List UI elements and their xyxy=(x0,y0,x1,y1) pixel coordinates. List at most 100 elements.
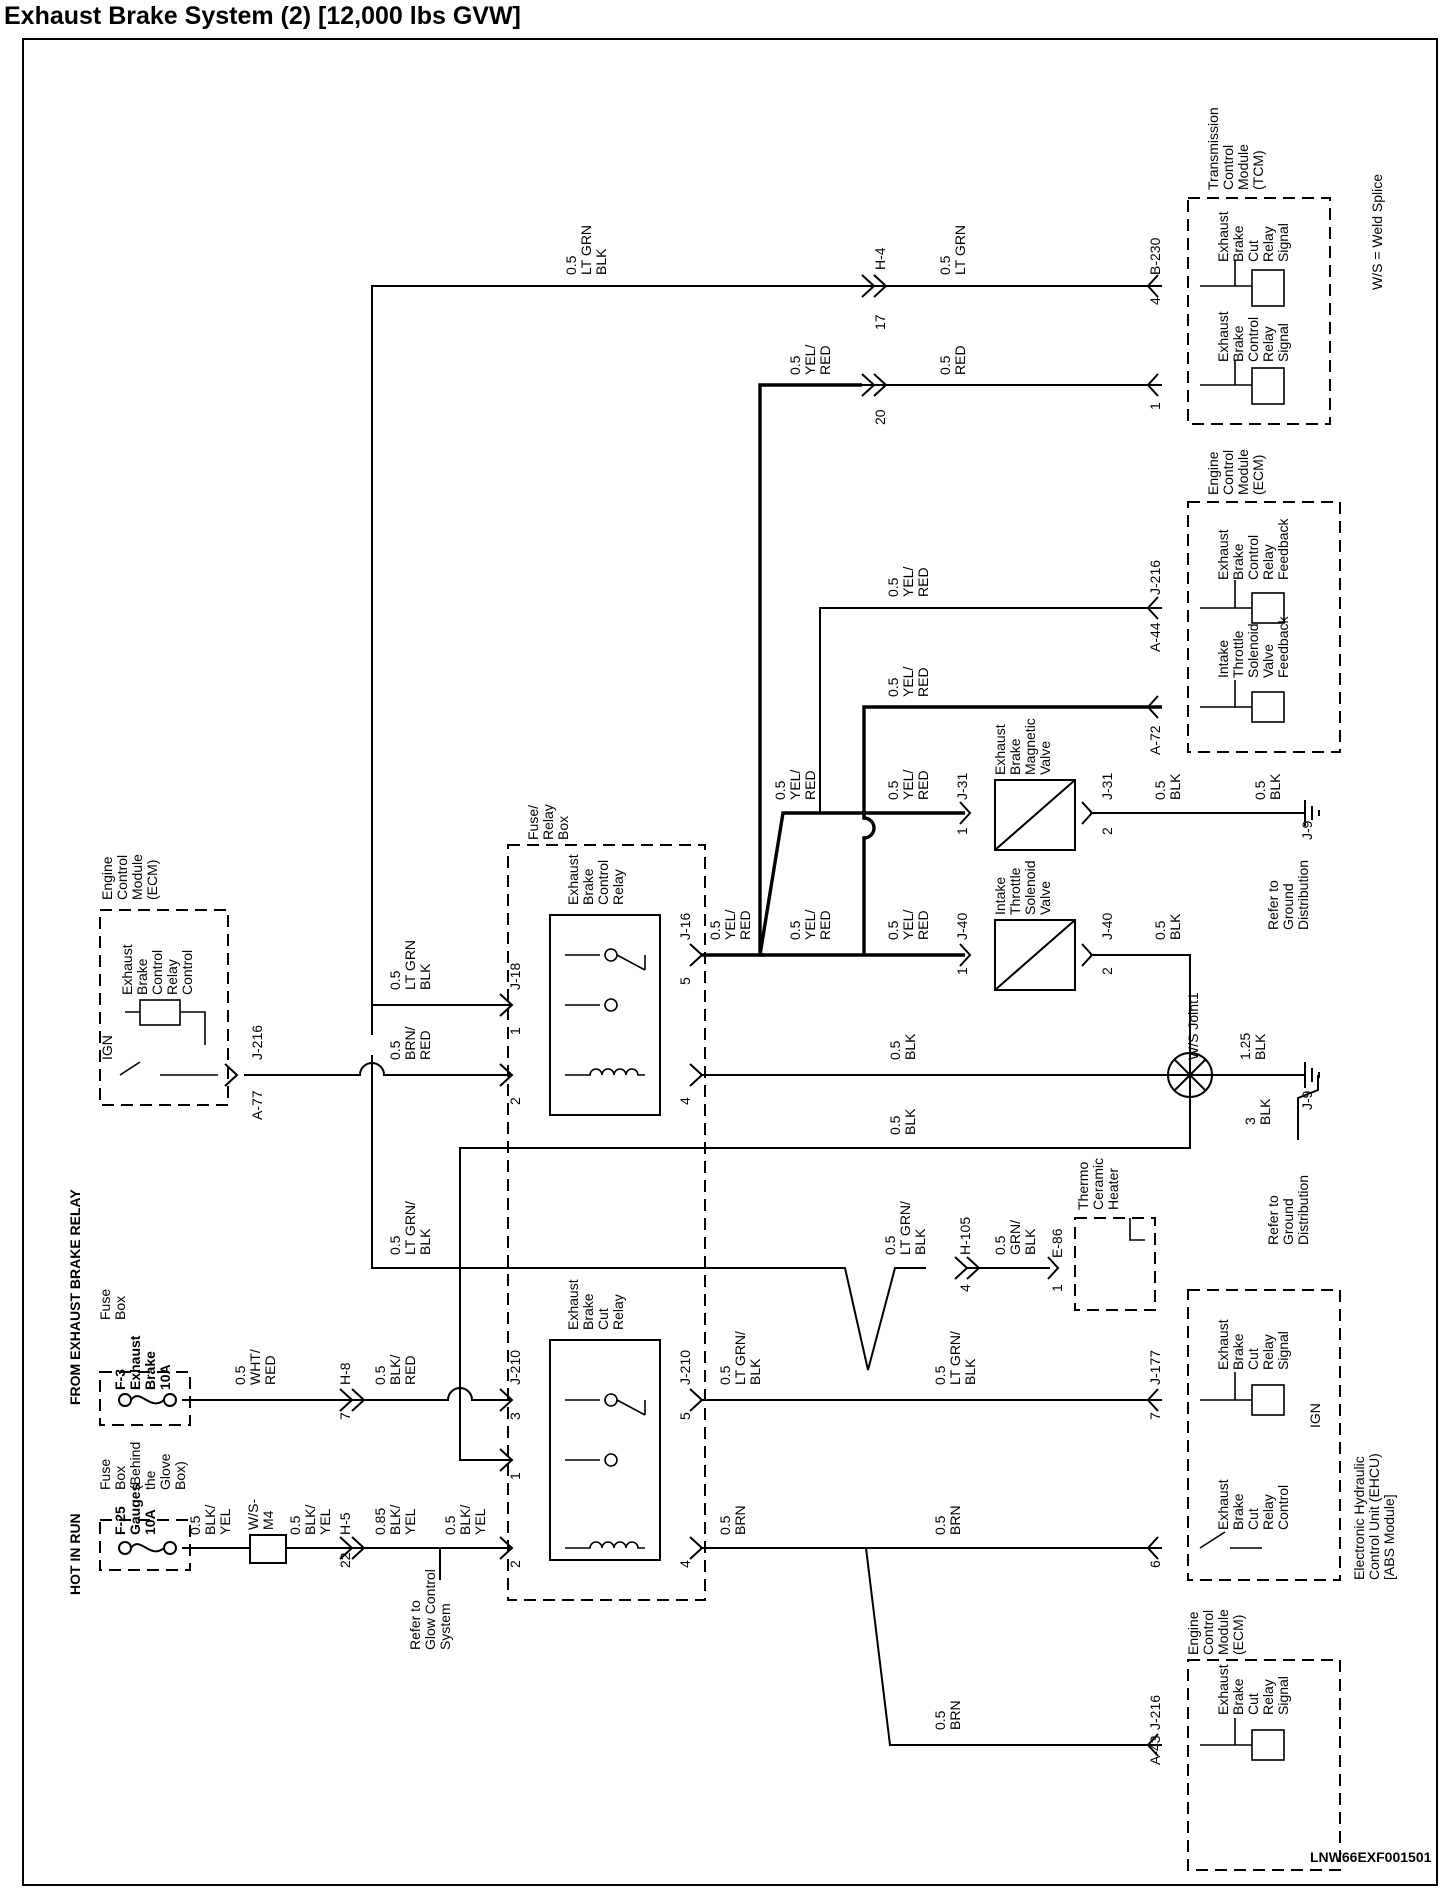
hot-in-run-outline xyxy=(99,1519,191,1571)
control-relay-label: ExhaustBrakeControlRelay xyxy=(565,854,626,905)
w-blk-ground: 3BLK xyxy=(1242,1098,1273,1125)
ecm-left-title: EngineControlModule(ECM) xyxy=(99,854,160,900)
w-blk-j9: 1.25BLK xyxy=(1237,1033,1268,1060)
w-blk-main: 0.5BLK xyxy=(887,1033,918,1060)
cut-pin5: 5 xyxy=(677,1412,693,1420)
wire-yelred-a44 xyxy=(819,607,1162,813)
diagram-frame xyxy=(22,38,1438,1886)
heater-outline xyxy=(1074,1217,1156,1311)
footer-code: LNW66EXF001501 xyxy=(1310,1849,1432,1865)
w-yelred-h4: 0.5YEL/RED xyxy=(787,345,833,375)
w-yelred-a44: 0.5YEL/RED xyxy=(885,567,931,597)
w-brn-ehcu: 0.5BRN xyxy=(932,1505,963,1535)
ground-refer-top: Refer toGroundDistribution xyxy=(1265,860,1311,930)
j210-right-label: J-210 xyxy=(677,1350,693,1385)
ws-joint-label: W/S Joint1 xyxy=(1185,992,1201,1060)
ws-m4-icon xyxy=(249,1534,287,1564)
ground-refer-bottom: Refer toGroundDistribution xyxy=(1265,1175,1311,1245)
w-blk-loop: 0.5BLK xyxy=(887,1108,918,1135)
cut-pin2: 2 xyxy=(507,1560,523,1568)
h4-label: H-4 xyxy=(872,247,888,270)
fuse-box-outline xyxy=(99,1371,191,1426)
wires xyxy=(182,285,1319,1746)
w-ltgrn-cut: 0.5LT GRN/BLK xyxy=(717,1331,763,1385)
cut-pin1: 1 xyxy=(507,1472,523,1480)
fuse-box-label: FuseBox xyxy=(97,1289,128,1320)
w-ltgrn-ehcu: 0.5LT GRN/BLK xyxy=(932,1331,978,1385)
w-blkyel-relay: 0.5BLK/YEL xyxy=(442,1505,488,1535)
control-relay-body xyxy=(549,914,661,1116)
w-ltgrn-slash: 0.5LT GRN/BLK xyxy=(387,1201,433,1255)
wire-ltgrn-jumper xyxy=(371,1055,926,1371)
ehcu-pin6: 6 xyxy=(1147,1560,1163,1568)
wire-brn-a43 xyxy=(865,1547,1162,1746)
ws-joint1-icon xyxy=(1167,1052,1213,1098)
ehcu-outline xyxy=(1187,1289,1341,1581)
wire-yelred-a72 xyxy=(862,705,1162,955)
ecm-left-func: ExhaustBrakeControlRelayControl xyxy=(119,944,195,995)
w-brn-cut: 0.5BRN xyxy=(717,1505,748,1535)
ecm-left-outline xyxy=(99,909,229,1106)
wire-j40-blk xyxy=(1090,954,1191,1053)
ehcu-conn: J-177 xyxy=(1147,1350,1163,1385)
tcm-conn: B-230 xyxy=(1147,237,1163,275)
ehcu-ign: IGN xyxy=(1307,1403,1323,1428)
w-yelred-mid: 0.5YEL/RED xyxy=(787,910,833,940)
h4-17: 17 xyxy=(872,314,888,330)
h4-20: 20 xyxy=(872,409,888,425)
ground-symbols xyxy=(1304,800,1320,1088)
ecm-mid-a72: A-72 xyxy=(1147,725,1163,755)
fuse-f25-label: F-25Gauges10A xyxy=(112,1483,158,1535)
wire-f3-whtred xyxy=(182,1387,510,1401)
ecm-bottom-pin: A-43 xyxy=(1147,1735,1163,1765)
w-red-tcm: 0.5RED xyxy=(937,345,968,375)
ecm-left-ign: IGN xyxy=(99,1035,115,1060)
fuse-f3-label: F-3ExhaustBrake10A xyxy=(112,1335,173,1390)
hot-in-run-label: HOT IN RUN xyxy=(67,1513,83,1595)
tcm-outline xyxy=(1187,197,1331,425)
ctrl-pin5: 5 xyxy=(677,977,693,985)
w-blkred: 0.5BLK/RED xyxy=(372,1355,418,1385)
j31-left: J-31 xyxy=(954,773,970,800)
ecm-left-pin: A-77 xyxy=(249,1090,265,1120)
w-yelred-j31: 0.5YEL/RED xyxy=(885,770,931,800)
w-ltgrn-h105: 0.5LT GRN/BLK xyxy=(882,1201,928,1255)
w-yelred-branch: 0.5YEL/RED xyxy=(772,770,818,800)
j31-right: J-31 xyxy=(1099,773,1115,800)
ground-j9-main xyxy=(1304,1062,1320,1088)
w-whtred: 0.5WHT/RED xyxy=(232,1349,278,1385)
component-outlines xyxy=(99,197,1341,1871)
h105-4: 4 xyxy=(957,1284,973,1292)
cut-pin4: 4 xyxy=(677,1560,693,1568)
w-brn-a43: 0.5BRN xyxy=(932,1700,963,1730)
ws-m4-label: W/S-M4 xyxy=(245,1499,276,1530)
w-blkyel-m4: 0.5BLK/YEL xyxy=(287,1505,333,1535)
w-blk-j40: 0.5BLK xyxy=(1152,913,1183,940)
page-title: Exhaust Brake System (2) [12,000 lbs GVW… xyxy=(4,2,521,30)
ground-j9-top xyxy=(1304,800,1320,826)
tcm-pin4: 4 xyxy=(1147,297,1163,305)
ehcu-title: Electronic HydraulicControl Unit (EHCU)[… xyxy=(1351,1453,1397,1580)
ecm-bottom-conn: J-216 xyxy=(1147,1695,1163,1730)
w-blk-j31: 0.5BLK xyxy=(1152,773,1183,800)
glow-ref: Refer toGlow ControlSystem xyxy=(407,1569,453,1650)
h105-label: H-105 xyxy=(957,1217,973,1255)
tcm-signal2: ExhaustBrakeControlRelaySignal xyxy=(1215,311,1291,362)
ecm-left-conn: J-216 xyxy=(249,1025,265,1060)
ecm-mid-a44: A-44 xyxy=(1147,622,1163,652)
ecm-mid-feedback2: IntakeThrottleSolenoidValveFeedback xyxy=(1215,616,1291,678)
ehcu-pin7: 7 xyxy=(1147,1412,1163,1420)
wire-j9-gnd xyxy=(1297,1075,1319,1140)
wire-yelred-branch xyxy=(758,811,965,956)
cut-relay-label: ExhaustBrakeCutRelay xyxy=(565,1279,626,1330)
j210-left-label: J-210 xyxy=(507,1350,523,1385)
wire-tcm-ltgrn xyxy=(371,285,1162,1035)
ecm-bottom-func: ExhaustBrakeCutRelaySignal xyxy=(1215,1664,1291,1715)
ctrl-pin4: 4 xyxy=(677,1097,693,1105)
ctrl-pin2: 2 xyxy=(507,1097,523,1105)
w-yelred-a72: 0.5YEL/RED xyxy=(885,667,931,697)
valves xyxy=(994,779,1076,991)
cut-relay-body xyxy=(549,1339,661,1561)
